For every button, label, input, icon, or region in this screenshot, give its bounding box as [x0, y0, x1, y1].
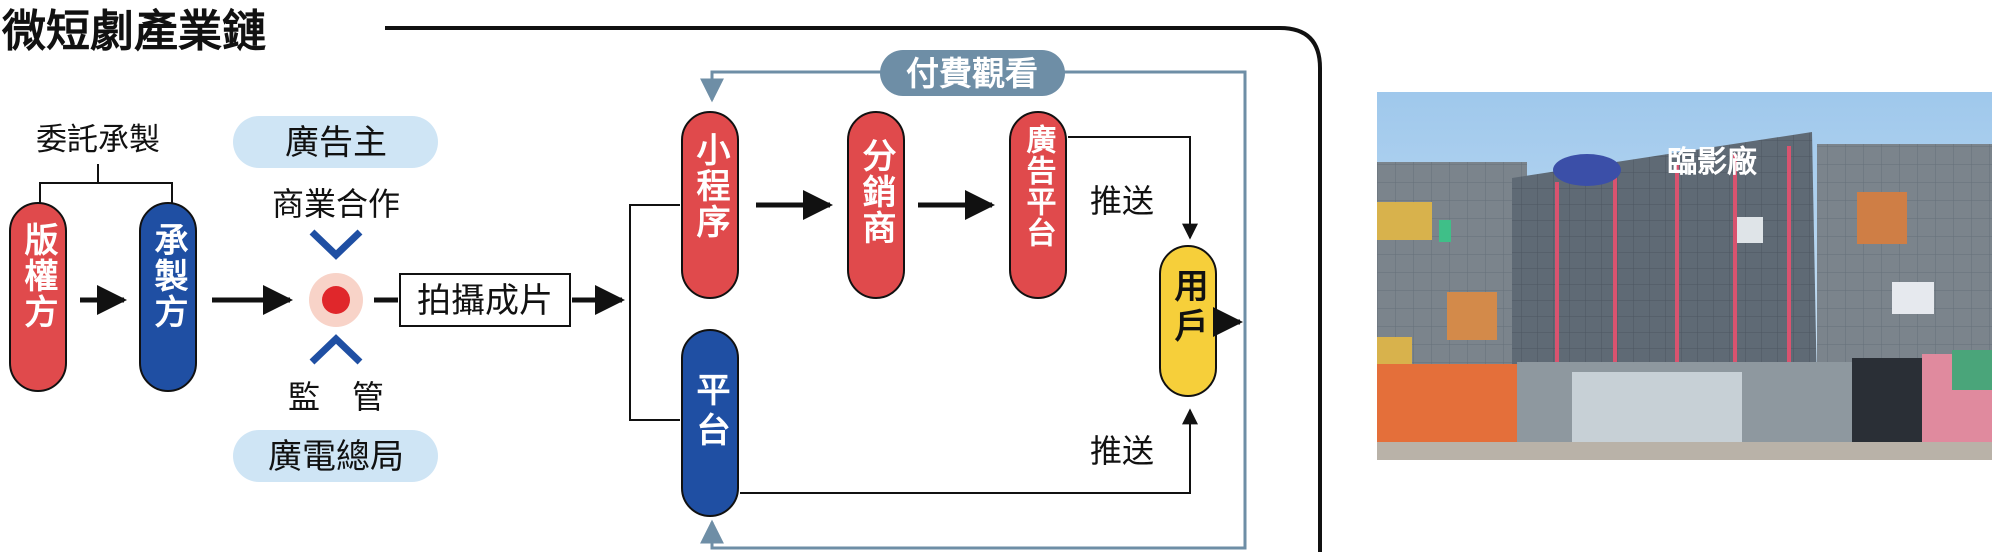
label-paid-viewing: 付費觀看: [906, 54, 1038, 93]
node-distributor-label: 分銷商: [856, 138, 896, 246]
node-mini-program: 小程序: [681, 111, 739, 299]
label-advertiser: 廣告主: [285, 123, 387, 163]
node-copyright-label: 版權方: [18, 222, 58, 330]
industry-chain-diagram: 微短劇產業鏈 委託承製 版權方 承製方 廣告主 商業合作 監 管 廣電總局 拍攝…: [1, 6, 1322, 552]
node-ad-platform: 廣告平台: [1009, 111, 1067, 299]
push-bottom-line: [740, 408, 1198, 494]
commission-bracket: [39, 164, 173, 205]
hub-dot: [322, 286, 350, 314]
node-user: 用戶: [1159, 245, 1217, 397]
paid-viewing-loop-bottom: [700, 320, 1247, 550]
push-top-line: [1068, 136, 1198, 240]
node-producer-label: 承製方: [148, 222, 188, 330]
node-user-label: 用戶: [1168, 268, 1208, 348]
chevron-down-icon: [309, 229, 363, 260]
label-commission: 委託承製: [36, 122, 160, 158]
node-ad-platform-label: 廣告平台: [1021, 123, 1057, 248]
shooting-box: [399, 273, 571, 327]
building-sign: 臨影廠: [1667, 145, 1757, 180]
label-shooting: 拍攝成片: [417, 281, 553, 321]
node-distributor: 分銷商: [847, 111, 905, 299]
advertiser-bubble: [233, 116, 438, 168]
label-supervision: 監 管: [288, 378, 384, 416]
node-copyright: 版權方: [9, 202, 67, 392]
regulator-bubble: [233, 430, 438, 482]
label-regulator: 廣電總局: [268, 437, 404, 477]
node-platform: 平台: [681, 329, 739, 517]
outer-frame: [385, 26, 1322, 552]
node-producer: 承製方: [139, 202, 197, 392]
building-photo: 臨影廠: [1377, 92, 1992, 460]
label-push-top: 推送: [1090, 182, 1154, 220]
label-push-bottom: 推送: [1090, 432, 1154, 470]
paid-viewing-badge: [880, 50, 1065, 96]
branch-bracket: [629, 204, 680, 421]
page-title: 微短劇產業鏈: [1, 6, 266, 57]
node-platform-label: 平台: [690, 372, 730, 452]
node-mini-program-label: 小程序: [690, 132, 730, 240]
chevron-up-icon: [309, 334, 363, 365]
label-cooperation: 商業合作: [272, 185, 400, 223]
